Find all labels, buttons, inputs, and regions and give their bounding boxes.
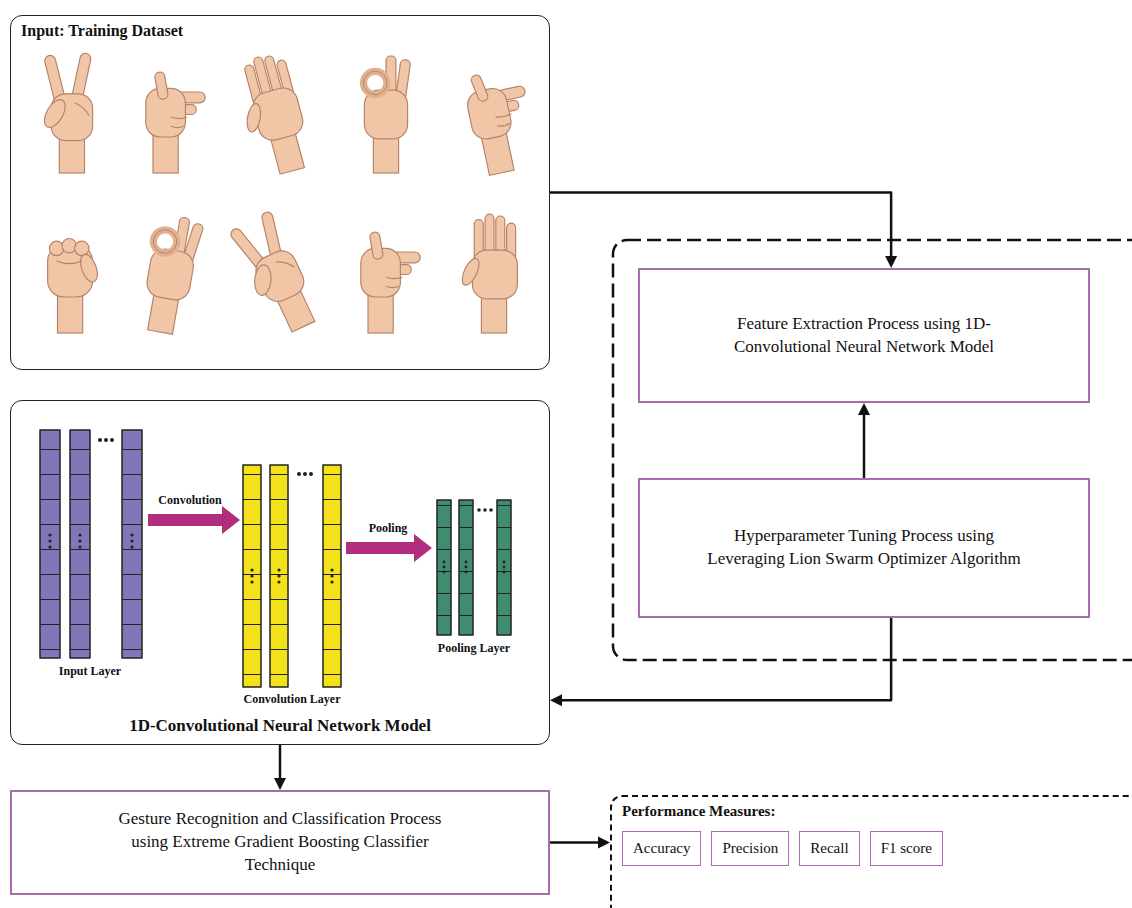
- connector-line: [550, 193, 891, 257]
- node-text: Accuracy: [633, 840, 690, 857]
- node-text: Input: Training Dataset: [21, 22, 183, 40]
- process-box: Feature Extraction Process using 1D-Conv…: [638, 268, 1090, 403]
- metric-box: Recall: [799, 831, 859, 866]
- node-text: Recall: [810, 840, 848, 857]
- connector-line: [550, 841, 598, 844]
- flow-arrow: [274, 745, 286, 790]
- connector-line: [279, 745, 282, 778]
- layer-label: Input Layer: [59, 664, 121, 679]
- operation-label: Convolution: [158, 493, 221, 508]
- node-text: Gesture Recognition and Classification P…: [100, 808, 460, 877]
- flow-arrow: [550, 837, 610, 849]
- node-text: Precision: [722, 840, 778, 857]
- arrowhead: [274, 778, 286, 790]
- flow-arrow: [550, 618, 891, 706]
- metric-box: F1 score: [870, 831, 943, 866]
- arrowhead: [858, 403, 870, 415]
- node-text: Hyperparameter Tuning Process using Leve…: [699, 525, 1029, 571]
- arrowhead: [550, 694, 562, 706]
- arrowhead: [885, 256, 897, 268]
- connector-line: [863, 415, 866, 478]
- process-box: Gesture Recognition and Classification P…: [10, 790, 550, 895]
- process-box: Hyperparameter Tuning Process using Leve…: [638, 478, 1090, 618]
- node-text: Feature Extraction Process using 1D-Conv…: [709, 313, 1019, 359]
- flow-arrow: [858, 403, 870, 478]
- operation-label: Pooling: [369, 521, 408, 536]
- node-text: F1 score: [881, 840, 932, 857]
- metric-box: Precision: [711, 831, 789, 866]
- connector-line: [562, 618, 891, 700]
- input-panel: Input: Training Dataset: [10, 15, 550, 370]
- measures-panel: Performance Measures: Accuracy Precision Re…: [610, 795, 1132, 908]
- layer-label: Convolution Layer: [243, 692, 340, 707]
- arrowhead: [598, 837, 610, 849]
- node-text: Performance Measures:: [622, 803, 775, 820]
- flow-arrow: [550, 193, 897, 269]
- layer-label: Pooling Layer: [438, 641, 510, 656]
- metric-box: Accuracy: [622, 831, 701, 866]
- node-text: 1D-Convolutional Neural Network Model: [11, 716, 549, 736]
